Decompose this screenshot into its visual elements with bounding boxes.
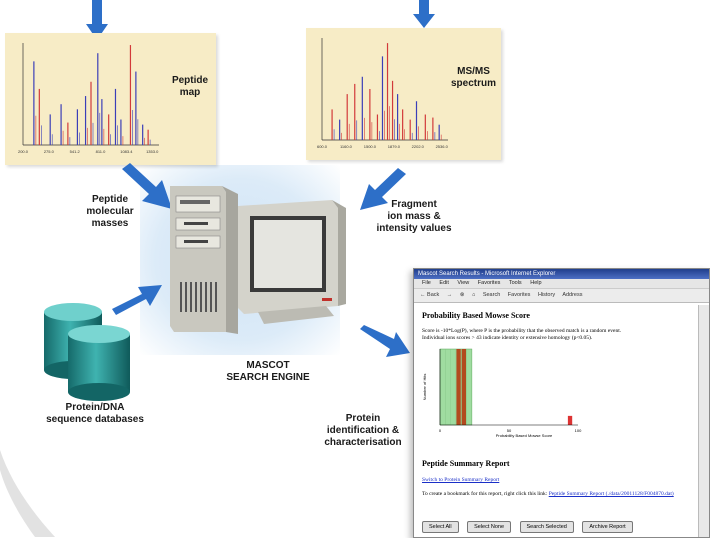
browser-content: Probability Based Mowse Score Score is -… [414,305,699,537]
x-tick-label: 541.2 [70,149,81,154]
x-tick-label: 0 [439,428,442,433]
database-icon [44,303,130,401]
arrow-msms-to-engine-icon [360,168,406,210]
x-tick-label: 600.0 [317,144,328,149]
peptide-map-spectrum: 200.0 275.0 541.2 811.0 1083.4 1353.0 [18,43,159,154]
msms-spectrum: 600.0 1160.0 1500.0 1879.0 2202.0 2536.0 [317,38,449,149]
browser-scrollbar[interactable] [698,305,709,537]
arrow-engine-to-results-icon [360,325,410,357]
browser-menu-bar: File Edit View Favorites Tools Help [414,279,709,289]
menu-item[interactable]: View [457,280,470,286]
menu-item[interactable]: Favorites [477,280,501,286]
computer-icon [170,186,346,334]
threshold-note: Individual ions scores > 43 indicate ide… [422,335,593,341]
back-button[interactable]: ← Back [420,292,440,298]
search-selected-button[interactable]: Search Selected [519,521,574,533]
x-tick-label: 50 [507,428,512,433]
bookmark-text: To create a bookmark for this report, ri… [422,491,674,497]
select-none-button[interactable]: Select None [467,521,512,533]
msms-panel: 600.0 1160.0 1500.0 1879.0 2202.0 2536.0 MS/M… [306,28,501,160]
arrow-down-right-icon [413,0,435,28]
menu-item[interactable]: Help [530,280,542,286]
search-button[interactable]: Search [482,292,501,298]
home-button[interactable]: ⌂ [471,292,476,298]
browser-toolbar: ← Back → ⊗ ⌂ Search Favorites History Ad… [414,289,709,303]
x-axis-label: Probability Based Mowse Score [496,433,553,438]
x-tick-label: 1353.0 [146,149,159,154]
arrow-db-to-engine-icon [112,285,162,315]
x-tick-label: 2536.0 [436,144,449,149]
x-tick-label: 2202.0 [412,144,425,149]
swoosh-decoration [0,450,55,537]
stop-button[interactable]: ⊗ [459,292,465,298]
x-tick-label: 811.0 [96,149,106,154]
x-tick-label: 100 [575,428,582,433]
x-tick-label: 275.0 [44,149,55,154]
x-tick-label: 1160.0 [340,144,353,149]
browser-title: Mascot Search Results - Microsoft Intern… [414,269,709,279]
arrow-down-left-icon [86,0,108,40]
forward-button[interactable]: → [446,292,453,298]
x-tick-label: 1083.4 [120,149,133,154]
mowse-heading: Probability Based Mowse Score [422,311,530,320]
x-tick-label: 1879.0 [388,144,401,149]
result-button-row: Select All Select None Search Selected A… [422,515,637,533]
peptide-summary-heading: Peptide Summary Report [422,459,510,468]
menu-item[interactable]: Tools [508,280,522,286]
select-all-button[interactable]: Select All [422,521,459,533]
x-tick-label: 1500.0 [364,144,377,149]
switch-protein-link[interactable]: Switch to Protein Summary Report [422,477,500,483]
menu-item[interactable]: File [422,280,431,286]
y-axis-label: Number of Hits [422,374,427,401]
arrow-peptide-to-engine-icon [122,163,172,209]
bookmark-link[interactable]: Peptide Summary Report (./data/20011128/… [548,491,674,497]
histogram-bar [567,415,573,425]
peptide-map-panel: 200.0 275.0 541.2 811.0 1083.4 1353.0 Peptide… [5,33,216,165]
history-button[interactable]: History [537,292,556,298]
archive-report-button[interactable]: Archive Report [582,521,633,533]
menu-item[interactable]: Edit [439,280,449,286]
results-browser-window: Mascot Search Results - Microsoft Intern… [413,268,710,538]
favorites-button[interactable]: Favorites [507,292,531,298]
x-tick-label: 200.0 [18,149,29,154]
histogram-bar [456,349,461,425]
score-explanation: Score is -10*Log(P), where P is the prob… [422,328,622,334]
histogram-bar [461,349,467,425]
address-label: Address [562,292,583,298]
